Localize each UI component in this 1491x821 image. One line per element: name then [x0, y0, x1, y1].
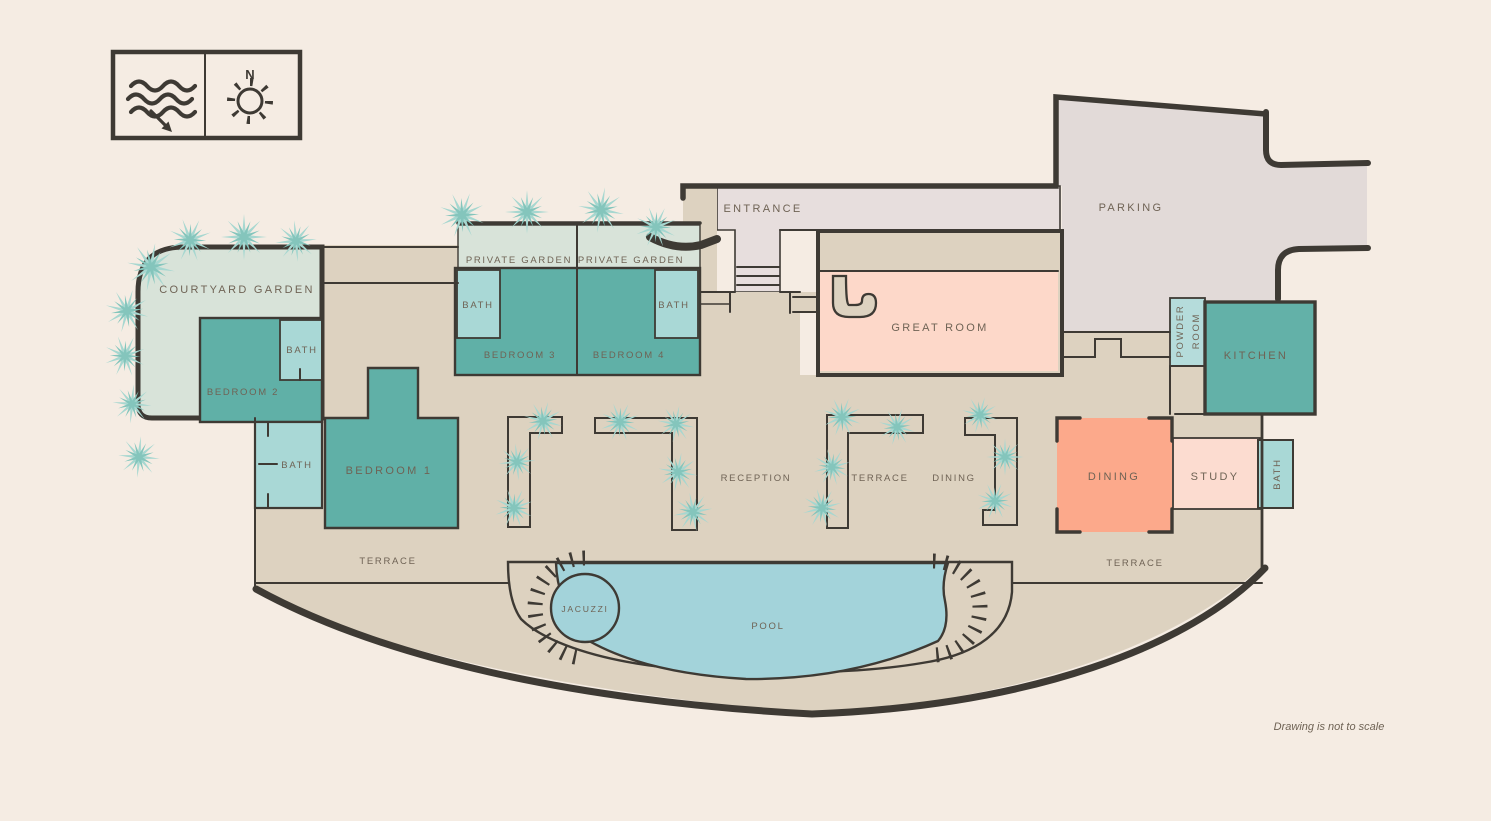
- palm-tree-icon: [109, 427, 169, 487]
- planter-3: [826, 414, 924, 529]
- driveway-top-wall: [1263, 109, 1371, 169]
- entrance-stairs: [736, 266, 780, 286]
- label-bath-study: BATH: [1272, 458, 1283, 489]
- label-bath-bedroom-3: BATH: [462, 300, 493, 311]
- dining-room: [1057, 418, 1172, 532]
- planter-2: [594, 417, 698, 531]
- palm-tree-icon: [221, 214, 267, 260]
- label-courtyard-garden: COURTYARD GARDEN: [159, 284, 315, 296]
- planter-walls: [507, 414, 1018, 531]
- bedroom-1: [323, 366, 460, 530]
- label-dining-room: DINING: [1088, 471, 1140, 483]
- door-marks: [258, 368, 301, 509]
- label-parking: PARKING: [1099, 202, 1164, 214]
- bar-counter: [831, 274, 878, 319]
- legend-box: N: [110, 49, 303, 141]
- sun-compass-icon: [227, 78, 273, 124]
- north-perimeter-wall: [680, 94, 1269, 201]
- label-kitchen: KITCHEN: [1224, 350, 1288, 362]
- label-entrance: ENTRANCE: [724, 203, 803, 215]
- jacuzzi: [549, 572, 621, 644]
- planter-1: [507, 416, 563, 528]
- label-bath-bedroom-1: BATH: [281, 460, 312, 471]
- label-private-garden-right: PRIVATE GARDEN: [578, 255, 684, 266]
- label-bedroom-4: BEDROOM 4: [593, 350, 665, 361]
- legend-border: [110, 49, 303, 141]
- scale-disclaimer: Drawing is not to scale: [1274, 721, 1385, 733]
- label-dining-outdoor: DINING: [932, 473, 975, 484]
- label-powder-room-line1: POWDER: [1175, 305, 1186, 358]
- room-labels: COURTYARD GARDEN BATH BEDROOM 2 BATH BED…: [159, 202, 1288, 632]
- direction-arrow-icon: [149, 109, 172, 132]
- planter-4: [964, 417, 1018, 526]
- private-garden-left: [457, 224, 578, 269]
- site-boundary-curve: [252, 564, 1269, 718]
- study: [1172, 437, 1261, 510]
- parking-area: [1056, 97, 1367, 332]
- label-reception: RECEPTION: [721, 473, 792, 484]
- label-terrace-left: TERRACE: [359, 556, 416, 567]
- bath-study: [1257, 439, 1294, 509]
- dining-room-corner-walls: [1055, 416, 1174, 534]
- label-bath-bedroom-2: BATH: [286, 345, 317, 356]
- bath-bedroom-3: [456, 269, 501, 339]
- label-terrace-right: TERRACE: [1106, 558, 1163, 569]
- great-room: [820, 271, 1058, 371]
- sea-waves-icon: [125, 79, 198, 119]
- driveway-bottom-wall: [1275, 245, 1371, 302]
- jacuzzi-steps: [527, 550, 586, 666]
- label-pool: POOL: [751, 621, 784, 632]
- interior-walls: [254, 229, 1264, 587]
- label-great-room: GREAT ROOM: [891, 322, 988, 334]
- label-bath-bedroom-4: BATH: [658, 300, 689, 311]
- north-label: N: [245, 67, 254, 82]
- label-powder-room-line2: ROOM: [1191, 313, 1202, 349]
- label-bedroom-3: BEDROOM 3: [484, 350, 556, 361]
- label-jacuzzi: JACUZZI: [561, 604, 608, 614]
- label-bedroom-1: BEDROOM 1: [346, 465, 433, 477]
- label-study: STUDY: [1191, 471, 1240, 483]
- label-terrace-middle: TERRACE: [851, 473, 908, 484]
- label-bedroom-2: BEDROOM 2: [207, 387, 279, 398]
- label-private-garden-left: PRIVATE GARDEN: [466, 255, 572, 266]
- bath-bedroom-4: [654, 269, 699, 339]
